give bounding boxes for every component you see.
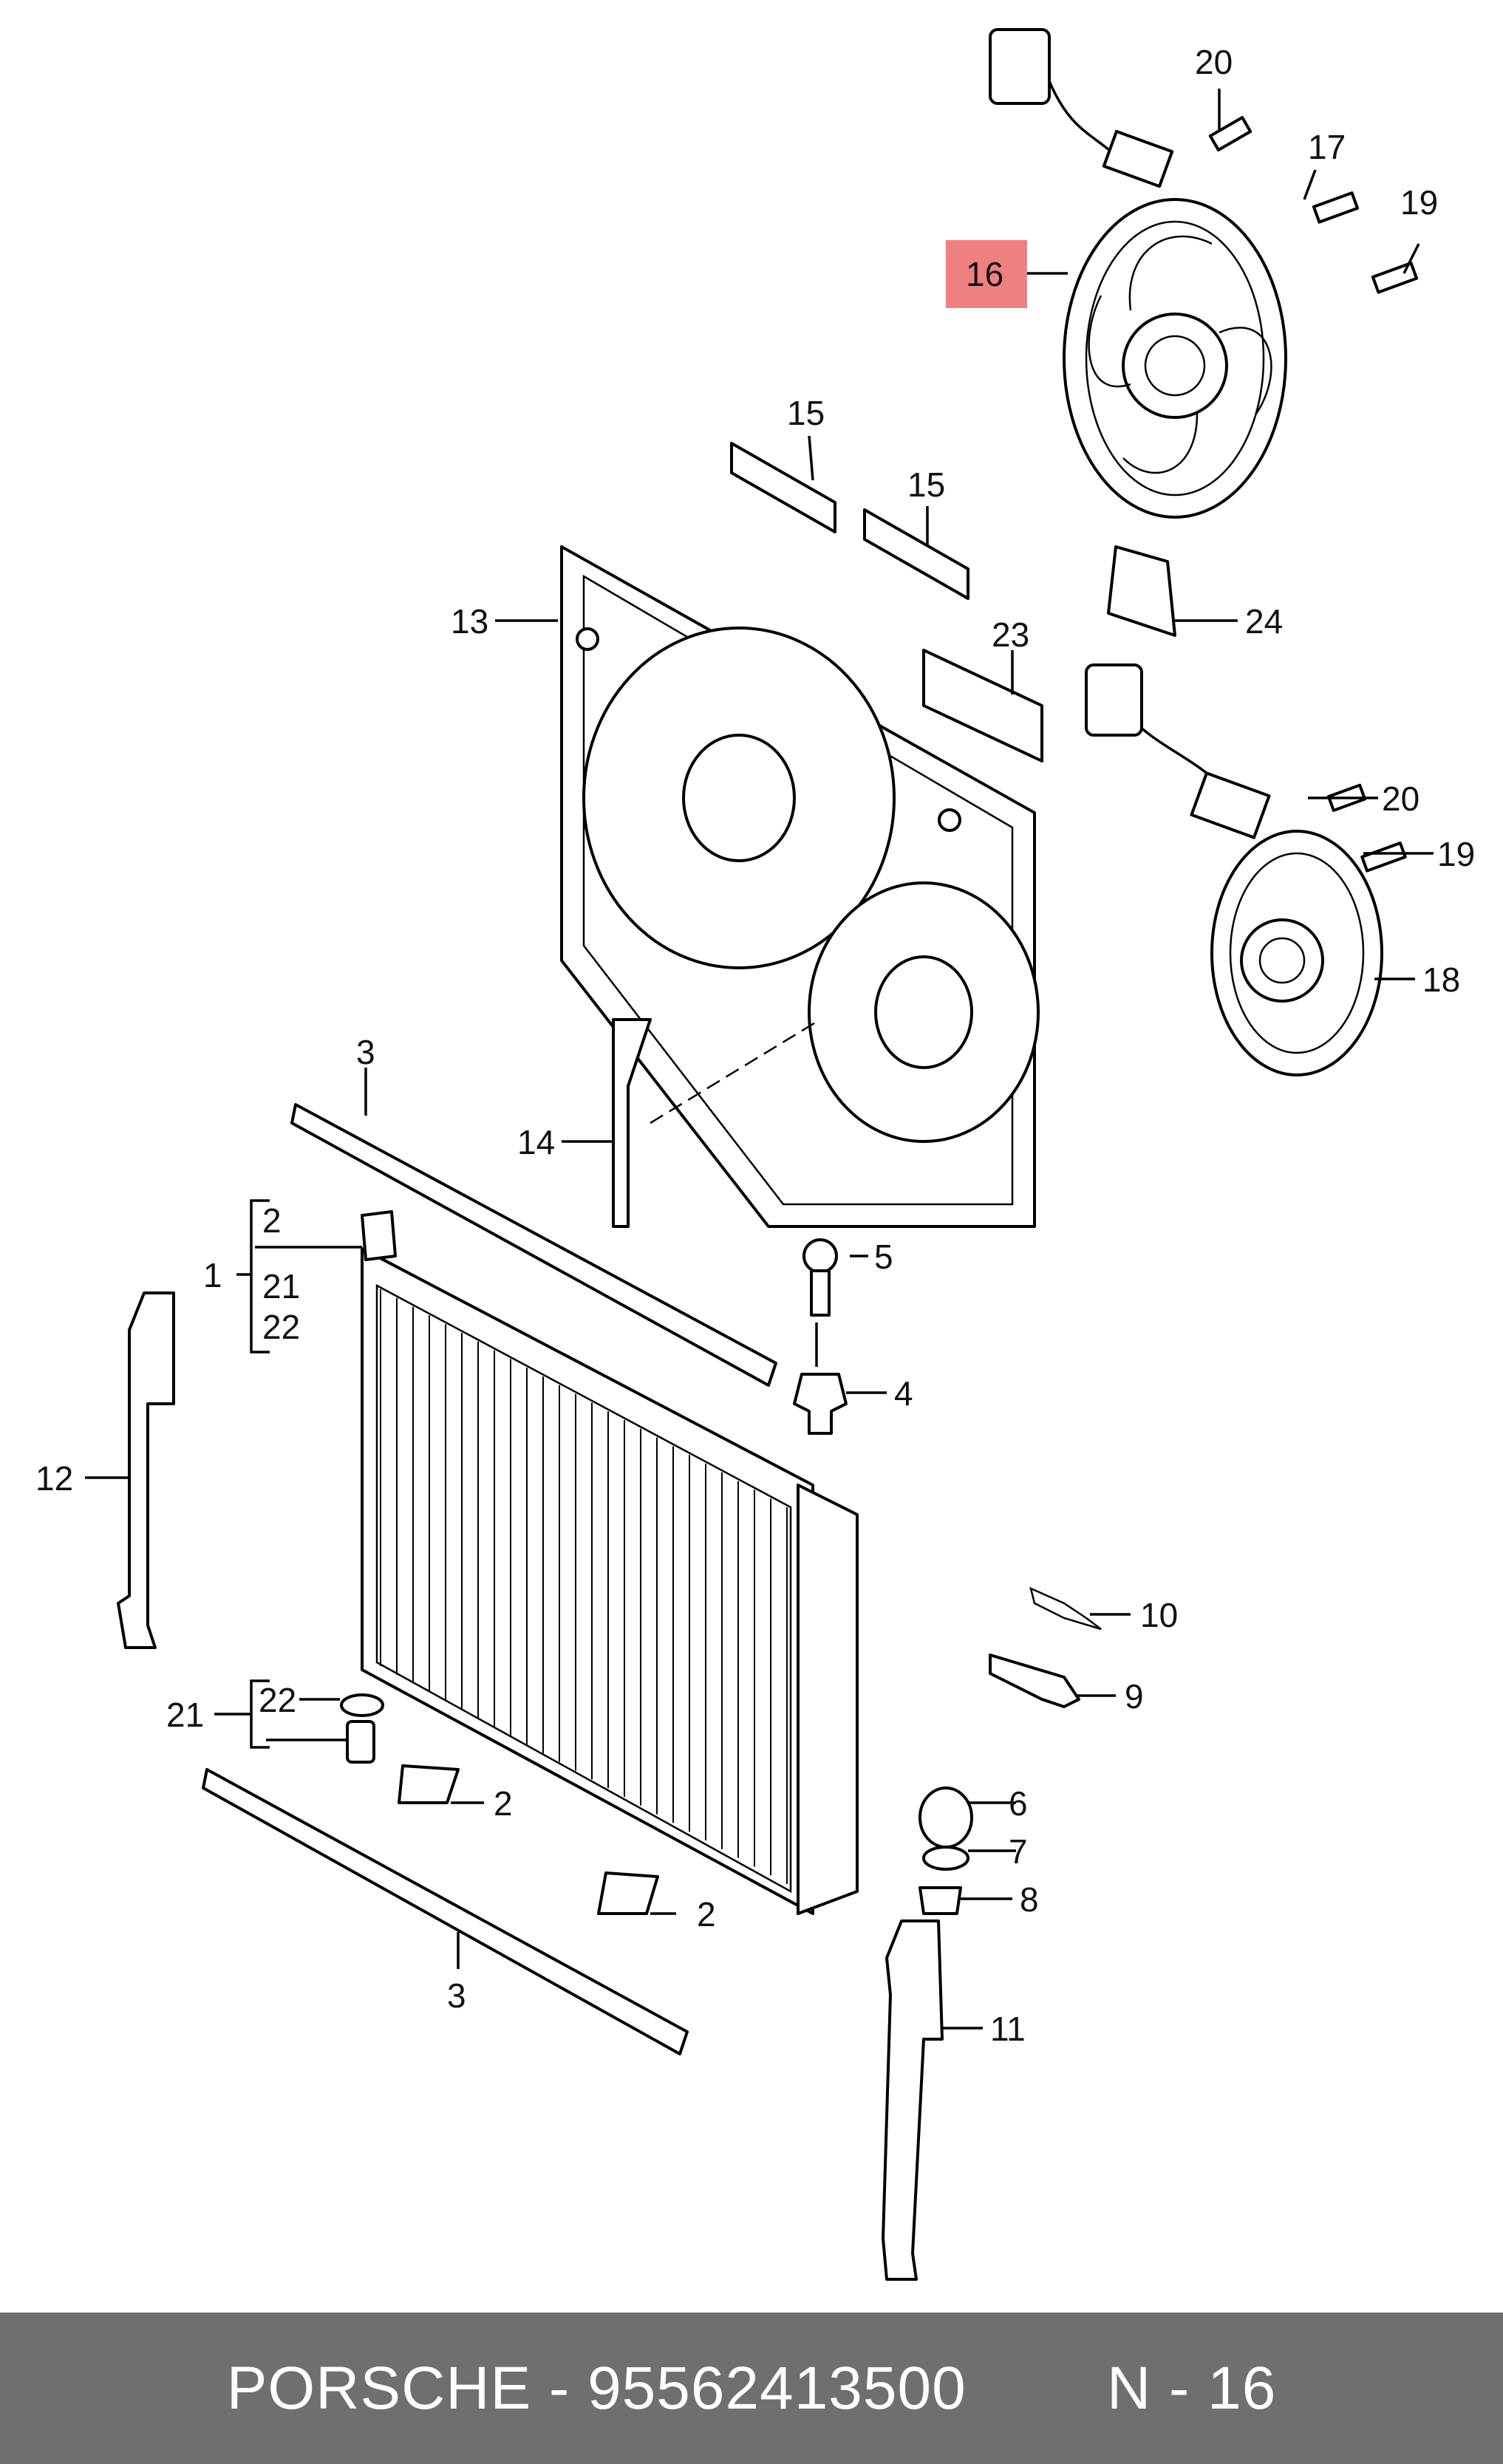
label-4: 4 xyxy=(894,1374,913,1413)
label-15-left: 15 xyxy=(787,394,825,432)
label-16: 16 xyxy=(966,255,1003,293)
drain-plug-21-part xyxy=(346,1720,375,1764)
fan-16-part xyxy=(989,28,1287,519)
label-19-lower: 19 xyxy=(1437,835,1475,873)
label-20-top: 20 xyxy=(1195,43,1233,81)
radiator-1-part xyxy=(361,1247,859,1915)
label-15-right: 15 xyxy=(907,465,945,504)
seal-strip-3-bottom-part xyxy=(202,1768,689,2055)
bush-6-part xyxy=(918,1786,973,1849)
connector-24-part xyxy=(1107,545,1176,637)
label-19-top: 19 xyxy=(1400,183,1438,222)
resistor-23-part xyxy=(922,649,1043,762)
label-20-lower: 20 xyxy=(1382,779,1420,818)
label-22-top: 22 xyxy=(262,1308,300,1346)
label-21-lower: 21 xyxy=(166,1696,204,1734)
label-2-top: 2 xyxy=(262,1201,282,1240)
seal-ring-22-part xyxy=(340,1693,384,1717)
label-1: 1 xyxy=(203,1256,222,1294)
label-8: 8 xyxy=(1020,1880,1039,1919)
label-22-lower: 22 xyxy=(259,1681,296,1719)
label-3-bottom: 3 xyxy=(447,1976,466,2015)
parts-diagram: 16 20 17 19 15 15 13 24 23 20 19 18 3 14… xyxy=(35,28,1475,2281)
bolt-5-part xyxy=(802,1238,838,1317)
mount-4-part xyxy=(793,1373,848,1435)
label-14: 14 xyxy=(517,1123,555,1161)
clip-8-part xyxy=(918,1886,962,1915)
label-11: 11 xyxy=(990,2010,1026,2048)
label-7: 7 xyxy=(1009,1832,1028,1871)
bracket-2-lower-b-part xyxy=(597,1871,659,1915)
radiator-fins xyxy=(380,1289,788,1884)
label-9: 9 xyxy=(1125,1677,1144,1716)
leader-lines xyxy=(85,89,1434,2030)
footer-part-number: 95562413500 xyxy=(587,2354,967,2422)
fan-18-part xyxy=(1085,663,1383,1076)
label-21-top: 21 xyxy=(262,1267,300,1306)
label-2-lower-b: 2 xyxy=(697,1895,716,1934)
label-2-lower-a: 2 xyxy=(494,1784,513,1823)
callout-labels: 16 20 17 19 15 15 13 24 23 20 19 18 3 14… xyxy=(35,43,1475,2048)
fan-shroud-13-part xyxy=(560,545,1040,1228)
highlight-box-16 xyxy=(946,240,1027,308)
label-3-top: 3 xyxy=(356,1033,375,1071)
label-10: 10 xyxy=(1140,1596,1178,1634)
air-guide-11-part xyxy=(882,1919,944,2281)
footer-bar: PORSCHE - 95562413500 N - 16 xyxy=(0,2313,1503,2464)
footer-separator: - xyxy=(531,2354,588,2422)
label-24: 24 xyxy=(1245,602,1283,641)
label-17: 17 xyxy=(1308,128,1346,166)
footer-ref: N - 16 xyxy=(1107,2354,1277,2422)
label-18: 18 xyxy=(1422,960,1460,999)
seal-strip-3-top-part xyxy=(290,1103,777,1387)
bracket-14-part xyxy=(612,1018,652,1228)
label-12: 12 xyxy=(35,1459,73,1498)
label-5: 5 xyxy=(874,1238,893,1276)
clip-10-part xyxy=(1029,1586,1102,1631)
bracket-2-upper-part xyxy=(361,1210,397,1261)
clips-15-part xyxy=(730,442,969,600)
label-6: 6 xyxy=(1009,1784,1028,1823)
washer-7-part xyxy=(922,1846,969,1871)
footer-gap xyxy=(967,2354,1107,2423)
bracket-2-lower-a-part xyxy=(398,1764,460,1804)
footer-brand: PORSCHE xyxy=(226,2354,532,2422)
bracket-9-part xyxy=(989,1654,1080,1708)
air-guide-12-part xyxy=(117,1291,175,1649)
label-23: 23 xyxy=(992,615,1029,654)
label-13: 13 xyxy=(451,602,488,641)
